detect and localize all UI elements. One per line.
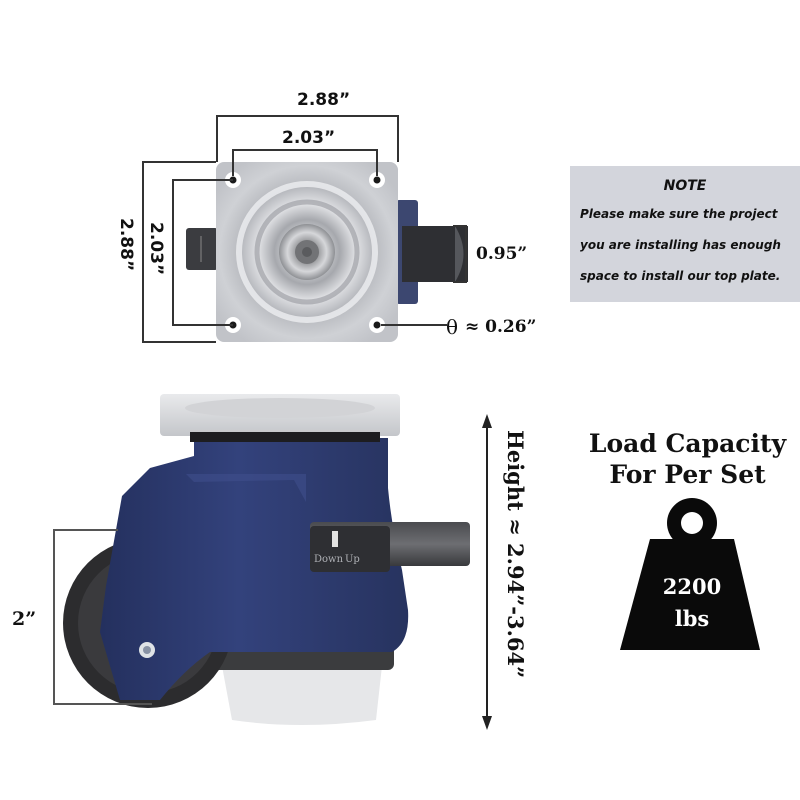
- note-line-3: space to install our top plate.: [580, 269, 781, 283]
- top-plate-drawing: [142, 115, 468, 343]
- note-box: NOTE Please make sure the project you ar…: [570, 166, 800, 302]
- load-capacity-unit: lbs: [674, 606, 710, 631]
- weight-icon: [620, 498, 760, 650]
- note-title: NOTE: [663, 178, 707, 194]
- pedal-width-label: 0.95”: [476, 244, 528, 264]
- note-line-1: Please make sure the project: [580, 207, 778, 221]
- plate-height-label: 2.88”: [116, 218, 136, 272]
- hole-diameter-label: ≈ 0.26”: [465, 317, 537, 337]
- diameter-icon: θ: [446, 315, 459, 339]
- wheel-diameter-label: 2”: [12, 608, 37, 630]
- hole-spacing-width-label: 2.03”: [282, 128, 336, 148]
- height-range-label: Height ≈ 2.94”-3.64”: [503, 430, 528, 679]
- plate-width-label: 2.88”: [297, 90, 351, 110]
- load-title-line-2: For Per Set: [609, 460, 766, 489]
- lever-label-up: Up: [345, 554, 360, 565]
- load-capacity-value: 2200: [662, 574, 722, 599]
- note-line-2: you are installing has enough: [580, 238, 781, 252]
- hole-spacing-height-label: 2.03”: [146, 222, 166, 276]
- caster-side-drawing: [53, 394, 492, 730]
- load-title-line-1: Load Capacity: [588, 429, 787, 458]
- lever-label-down: Down: [314, 554, 344, 565]
- load-capacity-title: Load Capacity For Per Set: [575, 428, 800, 490]
